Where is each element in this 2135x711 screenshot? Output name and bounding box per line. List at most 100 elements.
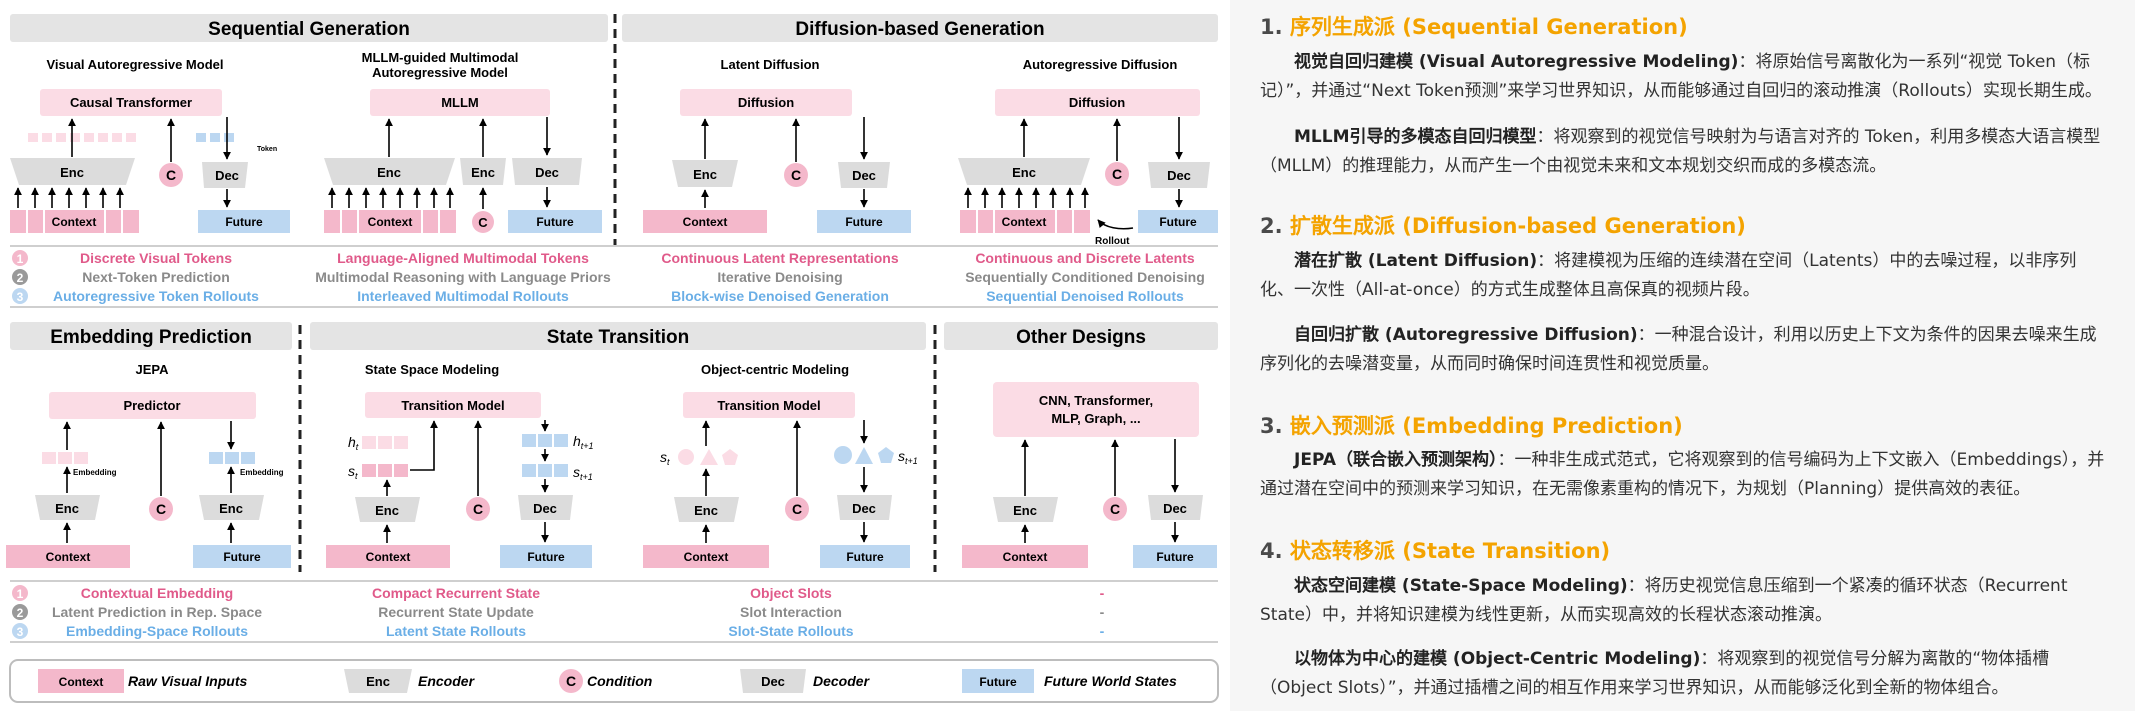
feature-cell: Slot Interaction: [740, 604, 842, 620]
world-model-taxonomy-figure: Sequential Generation Diffusion-based Ge…: [6, 14, 1219, 703]
paragraph: 状态空间建模 (State-Space Modeling)：将历史视觉信息压缩到…: [1260, 572, 2108, 630]
future-box: [817, 210, 911, 233]
arrows: [964, 117, 1183, 230]
condition-circle: [1103, 497, 1127, 521]
bottom-feature-table: Contextual Embedding Latent Prediction i…: [52, 585, 1105, 639]
future-label: Future: [1159, 215, 1197, 229]
feature-cell: Language-Aligned Multimodal Tokens: [337, 250, 589, 266]
section-heading-4: 4. 状态转移派 (State Transition): [1260, 535, 1610, 565]
encoder-label: Enc: [377, 165, 401, 180]
future-label: Future: [223, 550, 261, 564]
section-header-bg: [944, 322, 1218, 350]
panel-title-ssm: State Space Modeling: [365, 362, 499, 377]
encoder-label: Enc: [1013, 503, 1037, 518]
header-sequential-generation: Sequential Generation: [208, 19, 410, 40]
arrows: [14, 117, 231, 208]
panel-title-mllm-1: MLLM-guided Multimodal: [362, 50, 519, 65]
encoder-label: Enc: [219, 501, 243, 516]
feature-cell: Block-wise Denoised Generation: [671, 288, 889, 304]
feature-cell: -: [1100, 623, 1105, 639]
transition-model-label: Transition Model: [717, 398, 820, 413]
header-diffusion-generation: Diffusion-based Generation: [795, 19, 1044, 40]
header-embedding-prediction: Embedding Prediction: [50, 327, 252, 348]
arrows: [63, 421, 235, 543]
encoder-trapezoid: [460, 158, 506, 185]
mllm-box: [370, 89, 550, 116]
legend-enc-desc: Encoder: [418, 673, 476, 689]
future-label: Future: [225, 215, 263, 229]
section-title: 状态转移派 (State Transition): [1289, 539, 1611, 563]
context-box: [10, 210, 139, 233]
context-label: Context: [368, 215, 413, 229]
term: 潜在扩散 (Latent Diffusion): [1294, 251, 1538, 271]
future-box: [500, 545, 592, 568]
encoder-label: Enc: [694, 503, 718, 518]
condition-circle: [785, 497, 809, 521]
svg-text:1: 1: [17, 587, 24, 601]
feature-cell: Embedding-Space Rollouts: [66, 623, 248, 639]
feature-cell: Interleaved Multimodal Rollouts: [357, 288, 569, 304]
s-t1-symbol: st+1: [898, 448, 918, 466]
decoder-trapezoid: [1148, 495, 1203, 520]
decoder-trapezoid: [202, 162, 248, 188]
panel-title-jepa: JEPA: [136, 362, 170, 377]
future-label: Future: [536, 215, 574, 229]
section-title: 嵌入预测派 (Embedding Prediction): [1289, 414, 1683, 438]
svg-text:2: 2: [17, 271, 24, 285]
term: 状态空间建模 (State-Space Modeling): [1294, 576, 1628, 596]
condition-circle: [1105, 162, 1129, 186]
feature-cell: Sequential Denoised Rollouts: [986, 288, 1184, 304]
explanation-panel: 1. 序列生成派 (Sequential Generation) 视觉自回归建模…: [1230, 0, 2135, 711]
term: 视觉自回归建模 (Visual Autoregressive Modeling): [1294, 52, 1739, 72]
diffusion-box: [680, 89, 852, 116]
diffusion-box: [995, 89, 1200, 116]
term: JEPA（联合嵌入预测架构）: [1294, 450, 1498, 470]
legend-context-box: Context: [59, 675, 104, 689]
feature-cell: Continuous and Discrete Latents: [975, 250, 1195, 266]
condition-circle: [466, 497, 490, 521]
encoder-label: Enc: [375, 503, 399, 518]
section-number: 4.: [1260, 539, 1283, 563]
transition-model-label: Transition Model: [401, 398, 504, 413]
arrows: [701, 117, 868, 208]
diffusion-label: Diffusion: [738, 95, 794, 110]
svg-text:2: 2: [17, 606, 24, 620]
feature-cell: -: [1100, 585, 1105, 601]
top-feature-table: Discrete Visual Tokens Next-Token Predic…: [53, 250, 1205, 304]
feature-cell: Object Slots: [750, 585, 832, 601]
context-box: [6, 545, 130, 568]
context-label: Context: [366, 550, 411, 564]
paragraph: MLLM引导的多模态自回归模型：将观察到的视觉信号映射为与语言对齐的 Token…: [1260, 123, 2108, 181]
encoder-trapezoid: [324, 158, 455, 185]
token-label: Token: [257, 146, 277, 153]
legend-dec-box: Dec: [761, 674, 785, 689]
term: 自回归扩散 (Autoregressive Diffusion): [1294, 325, 1638, 345]
encoder-label: Enc: [471, 165, 495, 180]
feature-cell: -: [1100, 604, 1105, 620]
condition-label: C: [791, 167, 801, 183]
section-heading-1: 1. 序列生成派 (Sequential Generation): [1260, 11, 1688, 41]
generic-model-label-2: MLP, Graph, ...: [1051, 411, 1140, 426]
context-label: Context: [1002, 215, 1047, 229]
section-title: 序列生成派 (Sequential Generation): [1289, 15, 1688, 39]
legend-future-box: Future: [979, 675, 1017, 689]
body: ：一种非生成式范式，它将观察到的信号编码为上下文嵌入（Embeddings），并…: [1260, 450, 2105, 499]
condition-label: C: [166, 167, 176, 183]
header-state-transition: State Transition: [547, 327, 690, 348]
future-box: [1138, 210, 1218, 233]
feature-cell: Latent State Rollouts: [386, 623, 526, 639]
future-label: Future: [846, 550, 884, 564]
body: ：将历史视觉信息压缩到一个紧凑的循环状态（Recurrent State）中，并…: [1260, 576, 2068, 625]
arrows: [328, 117, 551, 209]
arrows: [1021, 439, 1179, 543]
legend-c-swatch: [559, 669, 583, 693]
feature-cell: Slot-State Rollouts: [728, 623, 853, 639]
condition-circle: [149, 497, 173, 521]
decoder-label: Dec: [852, 501, 876, 516]
bottom-number-badges: 1 2 3: [12, 585, 28, 639]
legend-dec-desc: Decoder: [813, 673, 871, 689]
future-box: [193, 545, 291, 568]
future-label: Future: [1156, 550, 1194, 564]
feature-cell: Next-Token Prediction: [82, 269, 230, 285]
feature-cell: Sequentially Conditioned Denoising: [965, 269, 1205, 285]
